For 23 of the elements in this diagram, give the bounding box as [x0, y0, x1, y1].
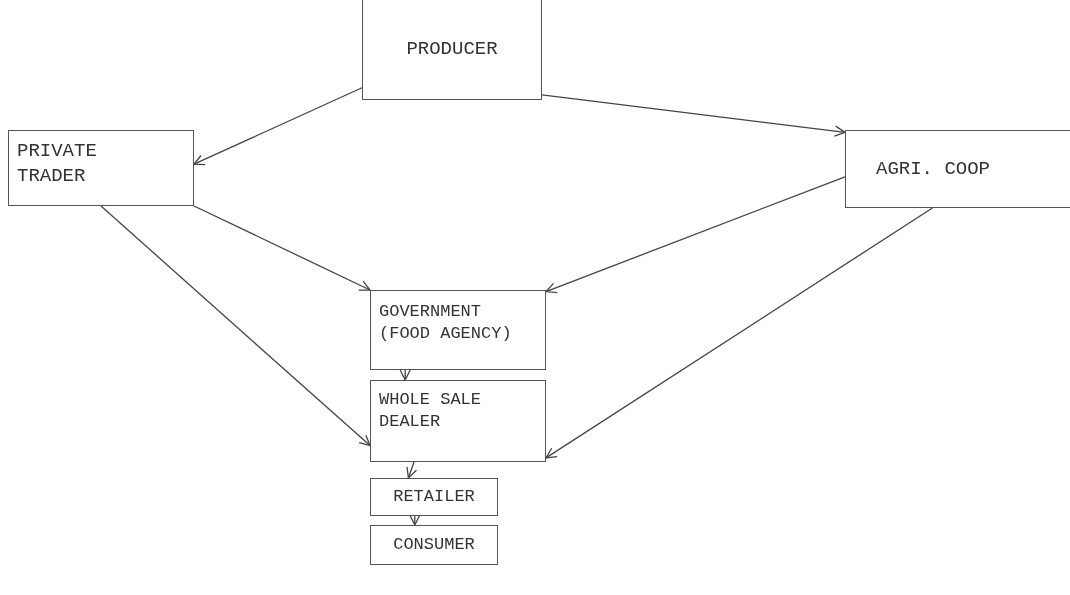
arrow	[409, 514, 421, 526]
arrow	[193, 87, 363, 166]
box-label: GOVERNMENT (FOOD AGENCY)	[379, 301, 513, 346]
arrow	[545, 207, 934, 459]
process-box	[370, 478, 498, 516]
box-label: PRODUCER	[406, 36, 498, 62]
box-label: WHOLE SALE DEALER	[379, 389, 483, 434]
box-label: PRIVATE TRADER	[17, 139, 98, 189]
box-label: RETAILER	[393, 485, 475, 508]
process-box	[370, 525, 498, 565]
box-label: CONSUMER	[393, 533, 475, 556]
arrow	[100, 205, 371, 447]
arrow	[406, 461, 418, 479]
arrow	[193, 205, 371, 291]
arrow	[545, 176, 846, 294]
arrow	[541, 94, 846, 137]
process-box	[362, 0, 542, 100]
process-box	[370, 290, 546, 370]
process-box	[845, 130, 1070, 208]
box-label: AGRI. COOP	[876, 156, 991, 182]
process-box	[8, 130, 194, 206]
process-box	[370, 380, 546, 462]
arrow	[399, 369, 411, 381]
